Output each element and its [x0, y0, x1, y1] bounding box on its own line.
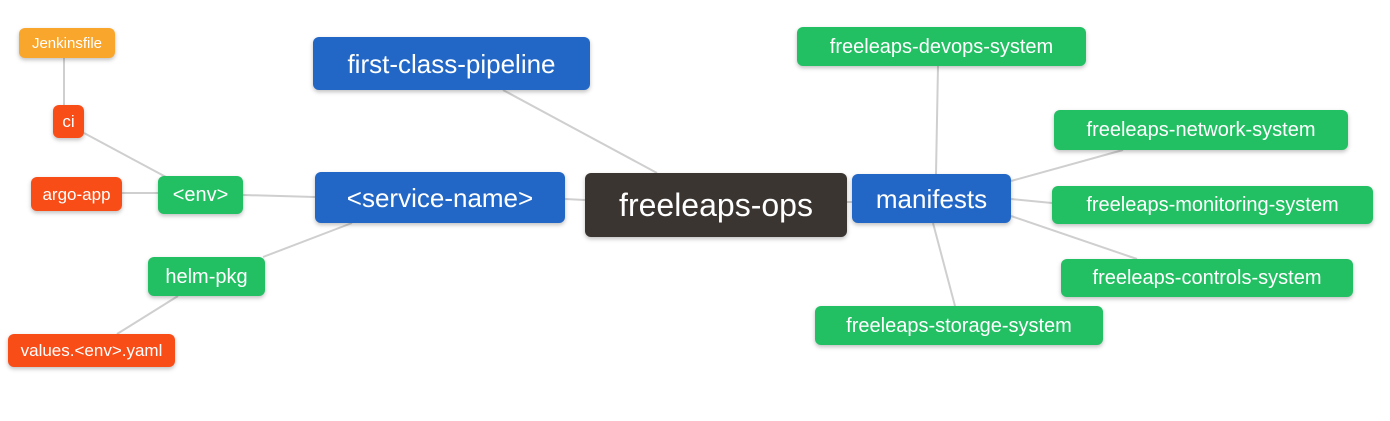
edge-service-name--freeleaps-ops: [564, 198, 586, 201]
node-helm-pkg[interactable]: helm-pkg: [148, 257, 265, 296]
node-freeleaps-ops[interactable]: freeleaps-ops: [585, 173, 847, 237]
edge-manifests--freeleaps-devops-system: [935, 65, 939, 175]
edge-first-class-pipeline--freeleaps-ops: [502, 89, 658, 174]
edge-manifests--freeleaps-storage-system: [932, 222, 956, 307]
node-values-env-yaml[interactable]: values.<env>.yaml: [8, 334, 175, 367]
node-first-class-pipeline[interactable]: first-class-pipeline: [313, 37, 590, 90]
node-env[interactable]: <env>: [158, 176, 243, 214]
edge-manifests--freeleaps-monitoring-system: [1010, 198, 1053, 204]
node-manifests[interactable]: manifests: [852, 174, 1011, 223]
edge-service-name--helm-pkg: [262, 222, 353, 258]
node-freeleaps-monitoring-system[interactable]: freeleaps-monitoring-system: [1052, 186, 1373, 224]
node-freeleaps-network-system[interactable]: freeleaps-network-system: [1054, 110, 1348, 150]
node-freeleaps-controls-system[interactable]: freeleaps-controls-system: [1061, 259, 1353, 297]
node-freeleaps-storage-system[interactable]: freeleaps-storage-system: [815, 306, 1103, 345]
node-ci[interactable]: ci: [53, 105, 84, 138]
edge-env--service-name: [242, 194, 316, 198]
edge-manifests--freeleaps-network-system: [1010, 149, 1124, 182]
node-freeleaps-devops-system[interactable]: freeleaps-devops-system: [797, 27, 1086, 66]
node-jenkinsfile[interactable]: Jenkinsfile: [19, 28, 115, 58]
edge-helm-pkg--values-env-yaml: [116, 295, 179, 335]
node-service-name[interactable]: <service-name>: [315, 172, 565, 223]
edge-ci--env: [83, 132, 167, 178]
node-argo-app[interactable]: argo-app: [31, 177, 122, 211]
